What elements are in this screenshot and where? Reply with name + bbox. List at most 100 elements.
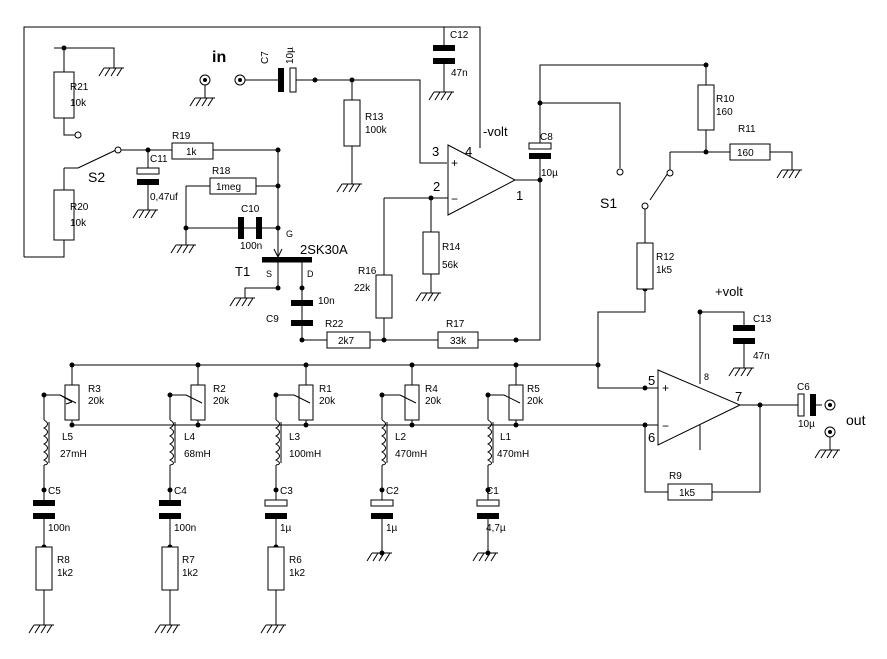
ground-icon (170, 244, 196, 254)
junction-dot (273, 392, 279, 398)
junction-dot (183, 225, 189, 231)
in-label: in (212, 49, 226, 66)
r9-ref: R9 (669, 471, 682, 482)
c10-ref: C10 (241, 204, 260, 215)
r22-ref: R22 (325, 319, 344, 330)
junction-dot (379, 392, 385, 398)
junction-dot (703, 149, 709, 155)
r20-ref: R20 (70, 202, 89, 213)
ground-icon (366, 552, 392, 562)
u1-minus-sign: − (451, 192, 458, 206)
fet-t1: G S D 2SK30A T1 (235, 229, 348, 279)
c13-value: 47n (753, 351, 770, 362)
resistor-r20: R20 10k (53, 189, 89, 241)
ground-icon (98, 67, 124, 77)
u2-pin5: 5 (648, 373, 655, 388)
ground-icon (776, 169, 802, 179)
junction-dot (381, 337, 387, 343)
l3-ref: L3 (289, 432, 301, 443)
junction-dot (428, 195, 434, 201)
ground-icon (415, 292, 441, 302)
inductor-l3: L3 100mH (274, 419, 321, 466)
junction-dot (537, 177, 543, 183)
ground-icon (260, 624, 286, 634)
r14-value: 56k (442, 260, 459, 271)
resistor-r9: R9 1k5 (667, 471, 713, 501)
ground-icon (154, 624, 180, 634)
r16-ref: R16 (358, 266, 377, 277)
resistor-r17: R17 33k (437, 319, 479, 349)
junction-dot (195, 362, 201, 368)
c13-ref: C13 (753, 314, 772, 325)
ground-symbols (28, 67, 840, 634)
r16-value: 22k (354, 283, 371, 294)
resistor-r12: R12 1k5 (636, 242, 675, 290)
u1-pin1: 1 (516, 188, 523, 203)
r3-value: 20k (88, 396, 105, 407)
junction-dot (513, 337, 519, 343)
r8-value: 1k2 (57, 568, 74, 579)
c2-ref: C2 (386, 486, 399, 497)
r22-value: 2k7 (338, 336, 355, 347)
c9-value: 10n (318, 296, 335, 307)
ground-icon (28, 624, 54, 634)
c3-value: 1µ (280, 523, 292, 534)
c10-value: 100n (240, 241, 262, 252)
resistor-r22: R22 2k7 (325, 319, 371, 349)
potentiometer-r1: R1 20k (293, 384, 336, 421)
junction-dot (41, 487, 47, 493)
fet-gate-label: G (286, 229, 293, 239)
fet-source-label: S (266, 269, 272, 279)
junction-dot (275, 285, 281, 291)
junction-dots (41, 45, 763, 556)
junction-dot (409, 362, 415, 368)
inductor-l5: L5 27mH (42, 419, 87, 466)
s2-label: S2 (88, 169, 105, 185)
c5-value: 100n (48, 523, 70, 534)
junction-dot (299, 285, 305, 291)
r11-value: 160 (737, 148, 754, 159)
junction-dot (595, 362, 601, 368)
junction-dot (61, 45, 67, 51)
junction-dot (299, 337, 305, 343)
l1-ref: L1 (500, 432, 512, 443)
l5-ref: L5 (62, 432, 74, 443)
junction-dot (379, 487, 385, 493)
r18-ref: R18 (212, 166, 231, 177)
l2-value: 470mH (395, 449, 427, 460)
junction-dot (409, 422, 415, 428)
r10-ref: R10 (716, 94, 735, 105)
plus-volt-label: +volt (715, 284, 743, 299)
r11-ref: R11 (738, 124, 756, 135)
ground-icon (189, 97, 215, 107)
r9-value: 1k5 (679, 488, 696, 499)
capacitor-c3: C3 1µ (264, 486, 293, 534)
junction-dot (273, 487, 279, 493)
r6-ref: R6 (289, 555, 302, 566)
r2-value: 20k (213, 396, 230, 407)
junction-dot (485, 392, 491, 398)
l3-value: 100mH (289, 449, 321, 460)
r1-value: 20k (319, 396, 336, 407)
ground-icon (336, 183, 362, 193)
capacitor-c12: C12 47n (433, 30, 469, 79)
fet-drain-label: D (307, 269, 314, 279)
capacitor-c8: C8 10µ (528, 132, 558, 179)
capacitor-c13: C13 47n (733, 314, 772, 362)
u1-pin4: 4 (465, 144, 472, 159)
r12-value: 1k5 (656, 265, 673, 276)
junction-dot (303, 362, 309, 368)
c4-value: 100n (174, 523, 196, 534)
resistor-r16: R16 22k (354, 266, 393, 319)
junction-dot (312, 77, 318, 83)
c1-value: 4,7µ (486, 523, 506, 534)
r19-ref: R19 (172, 131, 191, 142)
c11-ref: C11 (150, 154, 168, 165)
junction-dot (485, 487, 491, 493)
capacitor-c2: C2 1µ (370, 486, 399, 534)
junction-dot (757, 402, 763, 408)
capacitor-c6: C6 10µ (795, 382, 822, 430)
c7-value: 10µ (285, 47, 296, 64)
junction-dot (642, 385, 648, 391)
